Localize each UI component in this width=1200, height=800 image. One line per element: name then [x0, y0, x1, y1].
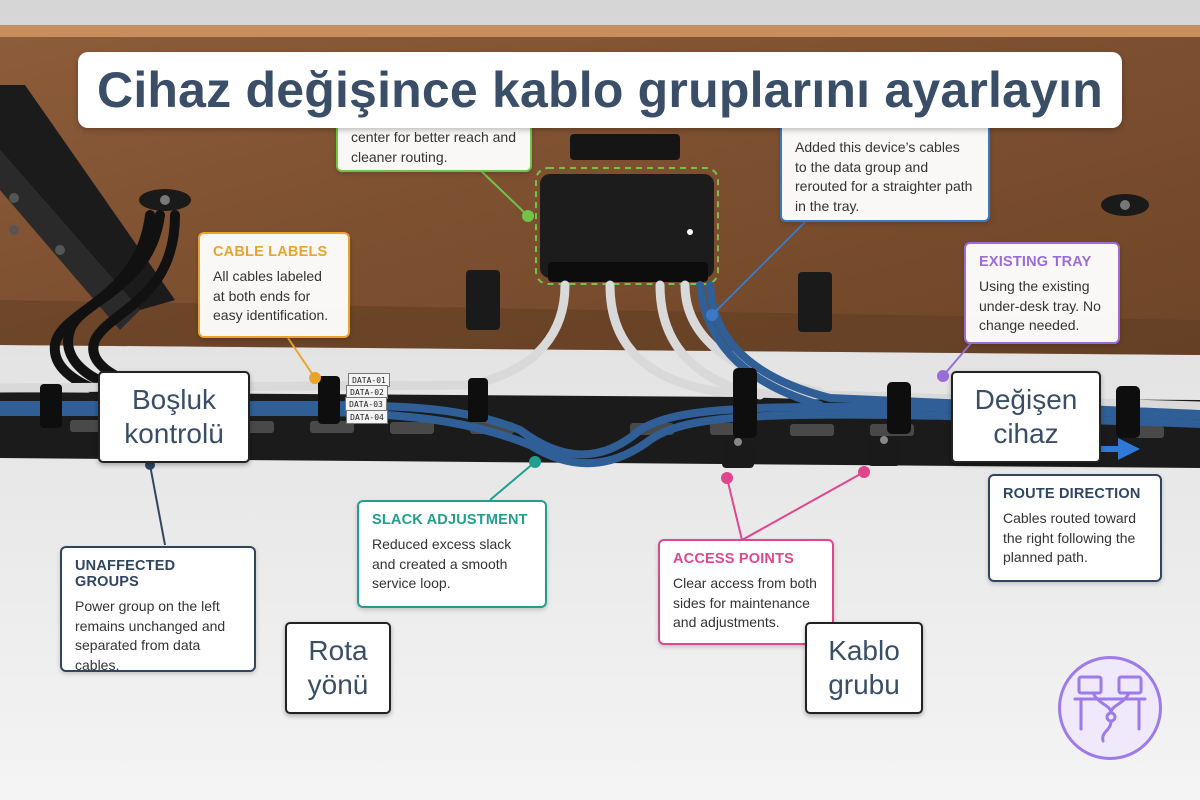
callout-title: CABLE LABELS — [213, 244, 328, 260]
arrow-right-icon — [1100, 438, 1140, 460]
network-device — [535, 167, 719, 285]
callout-cable-labels: CABLE LABELS All cables labeled at both … — [198, 232, 350, 338]
callout-title: ROUTE DIRECTION — [1003, 486, 1141, 502]
label-degisen-cihaz: Değişen cihaz — [951, 371, 1101, 463]
leader-lines — [145, 167, 973, 546]
desk-cable-management-icon — [1058, 656, 1162, 760]
cable-tag: DATA-03 — [345, 397, 387, 411]
callout-slack-adjustment: SLACK ADJUSTMENT Reduced excess slack an… — [357, 500, 547, 608]
callout-body: Cables routed toward the right following… — [1003, 510, 1137, 565]
callout-top-right: Added this device’s cables to the data g… — [780, 112, 990, 222]
cable-tag: DATA-04 — [346, 410, 388, 424]
callout-existing-tray: EXISTING TRAY Using the existing under-d… — [964, 242, 1120, 344]
callout-unaffected-groups: UNAFFECTED GROUPS Power group on the lef… — [60, 546, 256, 673]
callout-title: EXISTING TRAY — [979, 254, 1092, 270]
callout-route-direction: ROUTE DIRECTION Cables routed toward the… — [988, 474, 1162, 582]
label-rota-yonu: Rota yönü — [285, 622, 391, 714]
callout-body: All cables labeled at both ends for easy… — [213, 268, 329, 323]
page-title: Cihaz değişince kablo gruplarını ayarlay… — [78, 52, 1122, 128]
logo-graphic — [1073, 675, 1147, 743]
callout-title: SLACK ADJUSTMENT — [372, 512, 528, 528]
callout-body: Clear access from both sides for mainten… — [673, 575, 817, 630]
callout-body: center for better reach and cleaner rout… — [351, 129, 516, 165]
label-bosluk-kontrolu: Boşluk kontrolü — [98, 371, 250, 463]
cable-straps — [40, 368, 1140, 438]
blue-cables — [0, 281, 1200, 468]
callout-body: Power group on the left remains unchange… — [75, 598, 226, 673]
label-kablo-grubu: Kablo grubu — [805, 622, 923, 714]
callout-body: Reduced excess slack and created a smoot… — [372, 536, 512, 591]
callout-title: UNAFFECTED GROUPS — [75, 558, 176, 590]
desk-leg — [0, 85, 175, 330]
callout-title: ACCESS POINTS — [673, 551, 795, 567]
mount-brackets — [139, 134, 1149, 332]
callout-body: Using the existing under-desk tray. No c… — [979, 278, 1101, 333]
callout-access-points: ACCESS POINTS Clear access from both sid… — [658, 539, 834, 645]
callout-body: Added this device’s cables to the data g… — [795, 139, 973, 214]
access-bolts — [722, 436, 900, 468]
